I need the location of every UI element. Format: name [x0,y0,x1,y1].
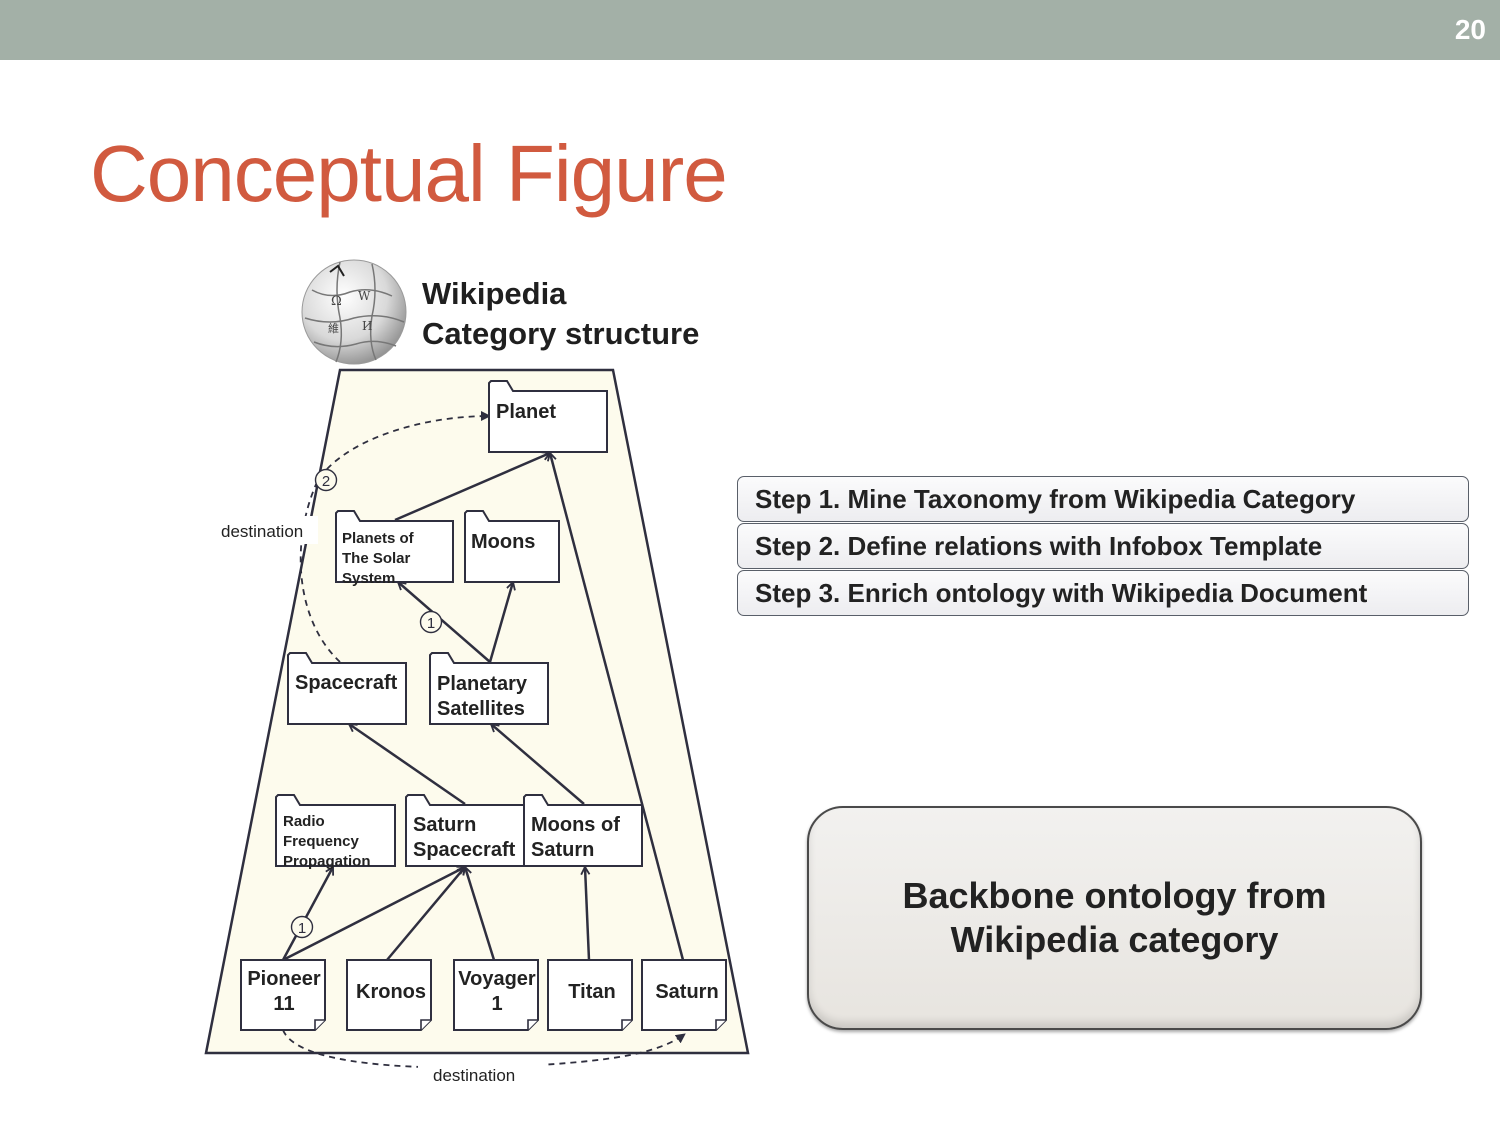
wikipedia-header-line1: Wikipedia [422,276,567,311]
document-titan: Titan [547,959,633,1031]
svg-text:維: 維 [328,322,339,335]
backbone-ontology-box: Backbone ontology from Wikipedia categor… [807,806,1422,1030]
document-saturn: Saturn [641,959,727,1031]
svg-text:Ω: Ω [331,294,342,309]
category-folder-spacecraft: Spacecraft [287,652,407,725]
step-1: Step 1. Mine Taxonomy from Wikipedia Cat… [737,476,1469,522]
destination-label-top: destination [221,522,303,541]
category-folder-label: Moons [471,531,535,553]
backbone-line1: Backbone ontology from [902,875,1327,916]
wikipedia-header-line2: Category structure [422,316,700,351]
category-folder-label: Planet [496,401,556,423]
destination-top-bg [214,516,318,544]
step-2: Step 2. Define relations with Infobox Te… [737,523,1469,569]
svg-text:2: 2 [322,473,330,490]
document-label: Saturn [655,981,718,1003]
category-folder-planet: Planet [488,380,608,453]
page-number: 20 [1454,14,1486,45]
category-folder-moons: Moons [464,510,560,583]
backbone-line2: Wikipedia category [950,919,1279,960]
hierarchy-edges [281,453,685,962]
svg-text:И: И [362,319,372,333]
destination-curves [282,411,686,1069]
wikipedia-globe-icon: Ω W И 維 [301,259,407,365]
step-3: Step 3. Enrich ontology with Wikipedia D… [737,570,1469,616]
step-marker-1-lower: 1 [290,915,314,939]
top-bar: 20 [0,0,1500,60]
svg-text:W: W [358,289,371,303]
category-folder-label: Spacecraft [295,672,398,694]
svg-text:1: 1 [298,920,306,937]
document-label: Kronos [356,981,426,1003]
document-label: Titan [568,981,615,1003]
slide-title: Conceptual Figure [90,129,728,218]
document-kronos: Kronos [346,959,432,1031]
steps-list: Step 1. Mine Taxonomy from Wikipedia Cat… [737,476,1469,617]
destination-label-bottom: destination [433,1066,515,1085]
destination-bottom-bg [418,1056,548,1090]
svg-text:1: 1 [427,615,435,632]
step-marker-1-upper: 1 [419,610,443,634]
wikipedia-header: Wikipedia Category structure [422,274,699,354]
step-marker-2: 2 [314,468,338,492]
